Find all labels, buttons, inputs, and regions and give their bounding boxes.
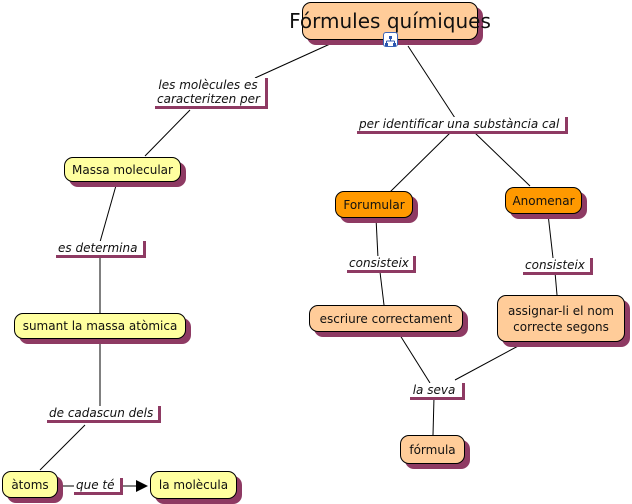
concept-label: fórmula <box>409 442 456 457</box>
link-es-determina[interactable]: es determina <box>56 241 146 258</box>
concept-escriure-correctament[interactable]: escriure correctament <box>309 305 463 332</box>
connector <box>389 132 451 193</box>
link-identificar-label: per identificar una substància cal <box>359 117 560 131</box>
link-label: consisteix <box>349 256 409 270</box>
concept-label: àtoms <box>11 477 49 492</box>
connector <box>39 424 86 471</box>
connector <box>407 45 456 119</box>
link-consisteix-right[interactable]: consisteix <box>523 258 593 275</box>
connector <box>397 331 431 384</box>
concept-label-line2: correcte segons <box>513 319 609 334</box>
link-la-seva[interactable]: la seva <box>410 383 465 400</box>
root-label: Fórmules químiques <box>289 9 491 33</box>
link-label: la seva <box>412 383 456 397</box>
link-label: es determina <box>58 241 138 255</box>
link-identificar[interactable]: per identificar una substància cal <box>357 117 568 134</box>
link-label: consisteix <box>525 258 585 272</box>
concept-label: sumant la massa atòmica <box>22 319 178 333</box>
connector <box>144 109 191 157</box>
concept-sumant-massa-atomica[interactable]: sumant la massa atòmica <box>14 313 186 339</box>
concept-forumular[interactable]: Forumular <box>335 191 413 218</box>
link-label: que té <box>76 478 115 492</box>
concept-label: la molècula <box>158 478 229 492</box>
concept-label: escriure correctament <box>319 311 453 326</box>
connector <box>474 132 531 187</box>
link-que-te[interactable]: que té <box>74 478 123 495</box>
link-consisteix-left[interactable]: consisteix <box>347 256 416 273</box>
concept-formula[interactable]: fórmula <box>400 435 465 464</box>
connector <box>454 344 521 381</box>
connector <box>554 271 558 296</box>
concept-anomenar[interactable]: Anomenar <box>505 187 582 214</box>
arrowhead-icon <box>136 480 148 492</box>
connector <box>375 217 379 259</box>
concept-map-resource-icon[interactable] <box>383 32 398 47</box>
link-de-cadascun-dels[interactable]: de cadascun dels <box>47 406 161 423</box>
connector <box>432 396 435 436</box>
concept-la-molecula[interactable]: la molècula <box>150 471 237 499</box>
concept-massa-molecular[interactable]: Massa molecular <box>64 157 181 182</box>
concept-label: Anomenar <box>512 193 575 208</box>
concept-label: Forumular <box>343 197 405 212</box>
concept-label: Massa molecular <box>72 162 173 177</box>
connector <box>254 43 331 79</box>
link-label: de cadascun dels <box>49 406 154 420</box>
link-caracteritzen-line1: les molècules es <box>158 78 258 92</box>
link-caracteritzen[interactable]: les molècules es caracteritzen per <box>155 78 268 109</box>
connector <box>99 181 118 243</box>
concept-assignar-nom[interactable]: assignar-li el nom correcte segons <box>497 295 625 342</box>
concept-label-line1: assignar-li el nom <box>508 303 614 318</box>
link-caracteritzen-line2: caracteritzen per <box>157 92 260 106</box>
concept-atoms[interactable]: àtoms <box>2 471 58 498</box>
connector <box>379 271 385 306</box>
connector <box>547 213 554 259</box>
